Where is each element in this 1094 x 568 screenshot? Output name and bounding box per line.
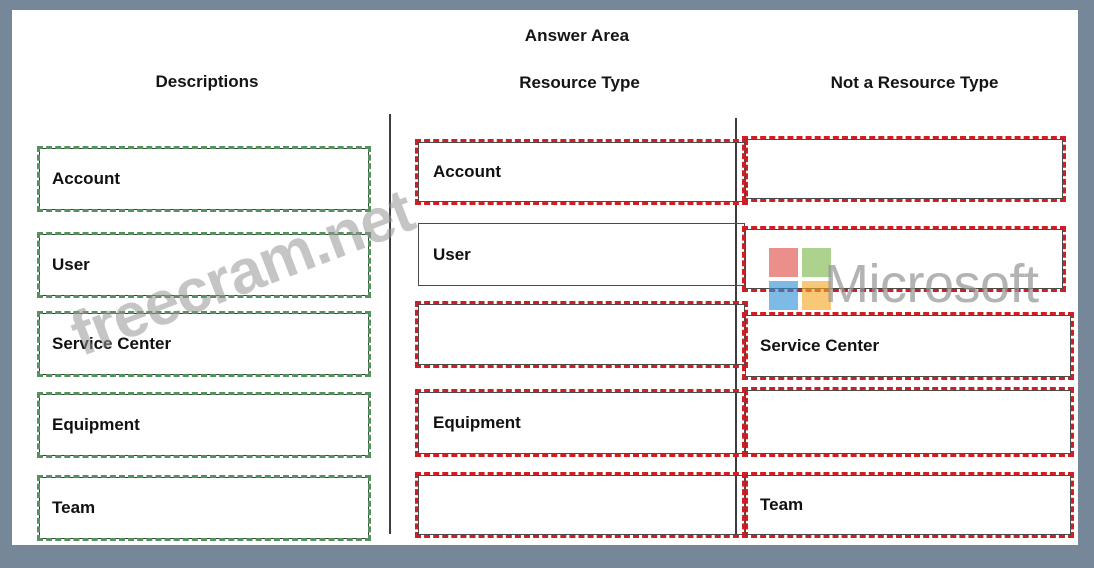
answer-area-title: Answer Area: [524, 26, 630, 45]
answer-row-service-center-right-slot[interactable]: Service Center: [742, 312, 1074, 380]
description-label: Account: [52, 169, 120, 188]
answer-row-label: Team: [760, 495, 804, 514]
slide-canvas: Answer Area Descriptions Resource Type N…: [12, 10, 1078, 545]
description-item-team[interactable]: Team: [37, 475, 371, 541]
answer-area-left-rule: [389, 114, 392, 534]
description-item-service-center[interactable]: Service Center: [37, 311, 371, 377]
description-label: Equipment: [52, 415, 140, 434]
answer-row-team-left-slot[interactable]: [415, 472, 748, 538]
answer-row-user-right-slot[interactable]: [742, 226, 1066, 292]
answer-row-account-left-slot[interactable]: Account: [415, 139, 748, 205]
descriptions-column-title: Descriptions: [155, 72, 259, 91]
description-item-user[interactable]: User: [37, 232, 371, 298]
description-label: Service Center: [52, 334, 172, 353]
description-item-account[interactable]: Account: [37, 146, 371, 212]
dashed-outline: [742, 226, 1066, 292]
answer-row-service-center-left-slot[interactable]: [415, 301, 748, 368]
column-header-resource-type: Resource Type: [519, 73, 640, 92]
answer-row-account-right-slot[interactable]: [742, 136, 1066, 202]
answer-row-label: Account: [433, 162, 501, 181]
dashed-outline: [742, 387, 1074, 457]
answer-row-user-left-slot[interactable]: User: [418, 223, 745, 286]
description-label: User: [52, 255, 90, 274]
dashed-outline: [742, 136, 1066, 202]
dashed-outline: [415, 301, 748, 368]
answer-row-label: User: [433, 244, 471, 264]
description-item-equipment[interactable]: Equipment: [37, 392, 371, 458]
answer-row-equipment-left-slot[interactable]: Equipment: [415, 389, 748, 457]
answer-area-column-divider: [735, 118, 737, 536]
description-label: Team: [52, 498, 96, 517]
column-header-not-a-resource-type: Not a Resource Type: [830, 73, 999, 92]
answer-row-label: Service Center: [760, 336, 880, 355]
answer-row-team-right-slot[interactable]: Team: [742, 472, 1074, 538]
dashed-outline: [415, 472, 748, 538]
answer-row-equipment-right-slot[interactable]: [742, 387, 1074, 457]
answer-row-label: Equipment: [433, 413, 521, 432]
